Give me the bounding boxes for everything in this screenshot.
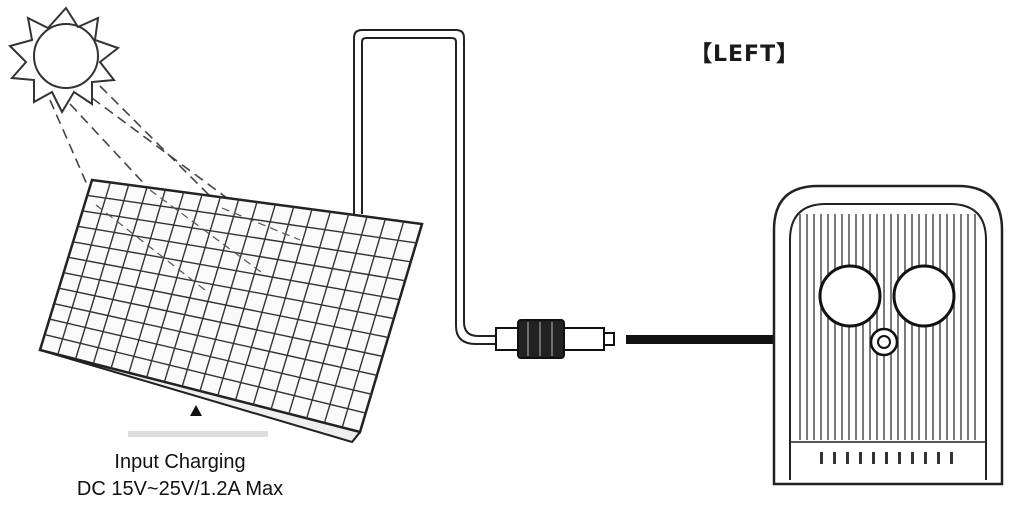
caption-line-1: Input Charging [114, 451, 246, 473]
sun-icon [8, 6, 121, 115]
marker-triangle [128, 405, 268, 437]
caption-line-2: DC 15V~25V/1.2A Max [76, 478, 284, 500]
side-label: 【LEFT】 [690, 42, 800, 67]
power-station-left-side [772, 184, 1004, 486]
dc-plug-connector [495, 319, 615, 359]
input-charging-caption: Input Charging DC 15V~25V/1.2A Max [40, 449, 320, 503]
charging-cable [353, 29, 498, 345]
solar-panel [38, 178, 424, 444]
